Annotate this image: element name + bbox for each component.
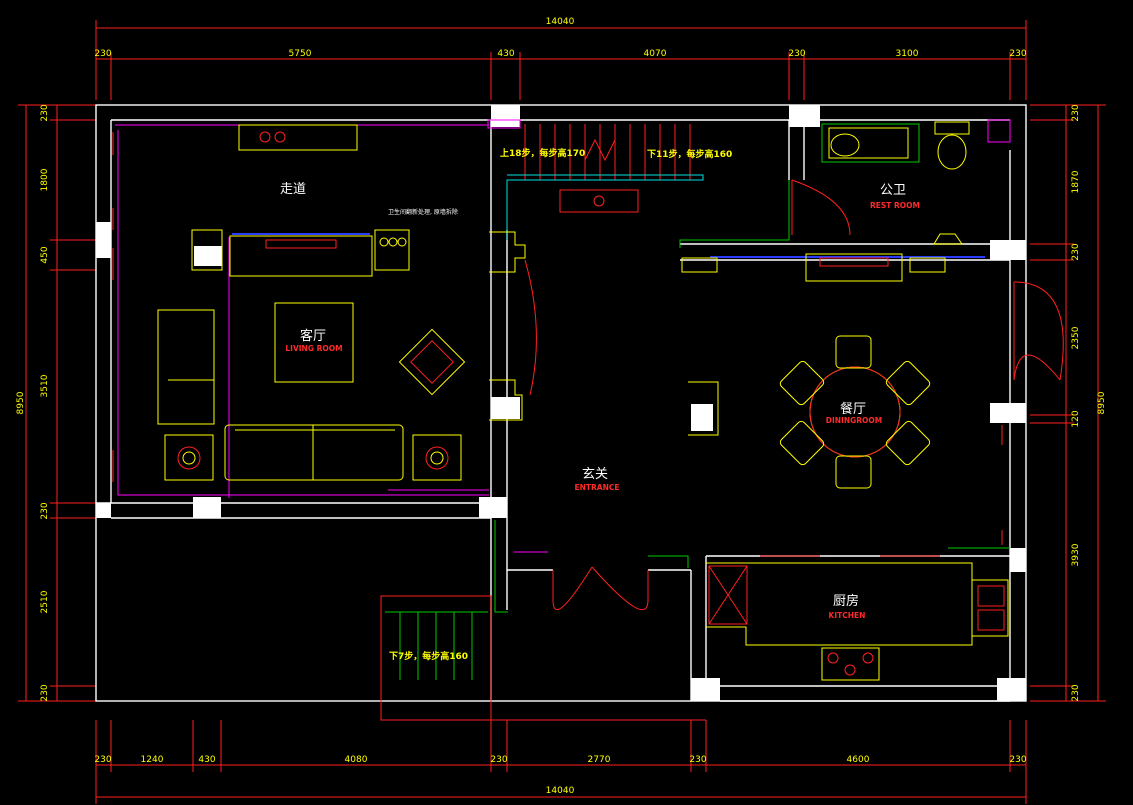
corridor-label: 走道 — [280, 182, 306, 197]
dim-right-seg: 230 — [1071, 104, 1081, 121]
wash-basin — [828, 127, 909, 159]
dim-right-total: 8950 — [1097, 391, 1107, 414]
dim-left-seg: 2510 — [40, 590, 50, 613]
dim-bottom-seg: 4600 — [847, 755, 870, 765]
dining-room-label-en: DININGROOM — [826, 416, 883, 425]
dim-top-seg: 4070 — [644, 49, 667, 59]
dim-left-seg: 1800 — [40, 168, 50, 191]
dim-bottom-seg: 230 — [1009, 755, 1026, 765]
kitchen-label-en: KITCHEN — [829, 611, 866, 620]
living-furniture: 卫生间翻新处理, 原墙拆除 — [112, 124, 466, 482]
cabinet — [238, 124, 358, 151]
dim-left-seg: 230 — [40, 502, 50, 519]
sofa — [224, 424, 404, 481]
entrance-label: 玄关 — [582, 467, 608, 482]
dimension-lines — [18, 20, 1106, 804]
dining-set — [779, 335, 1003, 545]
dining-room-label: 餐厅 — [840, 401, 866, 417]
room-labels: 走道 客厅 LIVING ROOM 公卫 REST ROOM 餐厅 DINING… — [280, 182, 920, 620]
entrance-area — [489, 231, 719, 613]
side-exit-door — [1013, 281, 1064, 381]
rest-room-fixtures — [679, 121, 1064, 381]
entrance-label-en: ENTRANCE — [575, 483, 620, 492]
dim-top-seg: 230 — [788, 49, 805, 59]
side-cabinet-right — [374, 229, 410, 271]
living-room-label-en: LIVING ROOM — [285, 344, 342, 353]
dim-bottom-total: 14040 — [546, 786, 575, 796]
dimension-labels: 14040 230 5750 430 4070 230 3100 230 140… — [16, 17, 1107, 796]
dim-left-total: 8950 — [16, 391, 26, 414]
kitchen-fixtures — [648, 547, 1010, 681]
dim-top-seg: 230 — [1009, 49, 1026, 59]
toilet-tank — [934, 121, 970, 135]
trim-lines — [115, 119, 1011, 553]
lower-staircase: 下7步，每步高160 — [385, 611, 488, 680]
dim-right-seg: 2350 — [1071, 326, 1081, 349]
dim-left-seg: 230 — [40, 104, 50, 121]
dim-top-seg: 5750 — [289, 49, 312, 59]
living-room-label: 客厅 — [300, 328, 326, 344]
coffee-table — [274, 302, 354, 383]
stair-up-note: 上18步，每步高170 — [500, 147, 585, 159]
dim-top-seg: 430 — [497, 49, 514, 59]
dim-left-seg: 3510 — [40, 374, 50, 397]
dim-right-seg: 230 — [1071, 684, 1081, 701]
entrance-door — [552, 566, 649, 611]
stair-down-note-top: 下11步，每步高160 — [647, 148, 732, 160]
dim-top-total: 14040 — [546, 17, 575, 27]
rest-room-label: 公卫 — [880, 183, 906, 198]
dim-bottom-seg: 2770 — [588, 755, 611, 765]
side-cabinet-left — [191, 229, 223, 271]
kitchen-label: 厨房 — [833, 593, 859, 609]
dim-right-seg: 230 — [1071, 243, 1081, 260]
dim-left-seg: 230 — [40, 684, 50, 701]
dim-bottom-seg: 430 — [198, 755, 215, 765]
dim-right-seg: 120 — [1071, 410, 1081, 427]
dim-right-seg: 1870 — [1071, 170, 1081, 193]
rest-room-label-en: REST ROOM — [870, 201, 920, 210]
stove — [821, 647, 880, 681]
dim-bottom-seg: 1240 — [141, 755, 164, 765]
stair-down-note-bottom: 下7步，每步高160 — [389, 650, 468, 662]
upper-staircase: 上18步，每步高170 下11步，每步高160 — [500, 124, 732, 240]
rest-room-door — [791, 179, 851, 236]
dim-bottom-seg: 230 — [490, 755, 507, 765]
dim-right-seg: 3930 — [1071, 543, 1081, 566]
dim-bottom-seg: 4080 — [345, 755, 368, 765]
dim-left-seg: 450 — [40, 246, 50, 263]
dim-top-seg: 230 — [94, 49, 111, 59]
dim-top-seg: 3100 — [896, 49, 919, 59]
fridge — [708, 565, 748, 625]
dim-bottom-seg: 230 — [689, 755, 706, 765]
renovation-note: 卫生间翻新处理, 原墙拆除 — [388, 208, 458, 216]
dim-bottom-seg: 230 — [94, 755, 111, 765]
toilet — [937, 134, 967, 170]
kitchen-sink — [971, 579, 1009, 637]
chaise-lounge — [157, 309, 215, 425]
